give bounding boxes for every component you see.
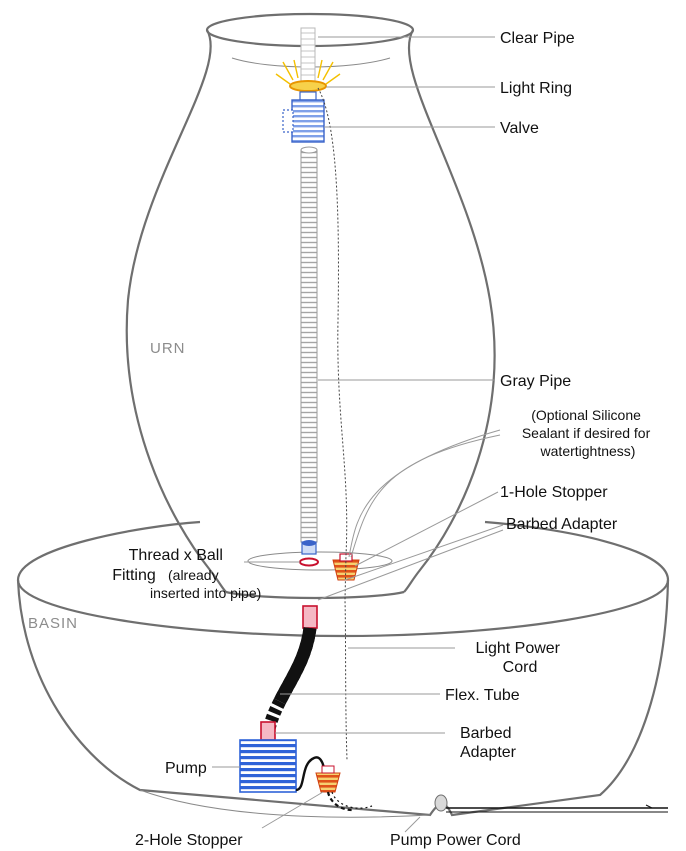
sealant-note-line-3: watertightness): [540, 443, 636, 459]
sealant-note-line-2: Sealant if desired for: [522, 425, 651, 441]
one-hole-stopper-label: 1-Hole Stopper: [500, 484, 608, 501]
pump: [239, 739, 297, 793]
light-power-cord-line-2: Cord: [503, 659, 538, 676]
basin-label: BASIN: [28, 615, 78, 632]
barbed-adapter-upper: [302, 605, 318, 629]
barbed-adapter-bottom-line-2: Adapter: [460, 744, 517, 761]
clear-pipe: [300, 27, 316, 85]
urn-bottom-opening: [247, 551, 393, 571]
pump-power-cord-label: Pump Power Cord: [390, 832, 521, 849]
light-power-cord: [317, 87, 348, 761]
light-ring: [289, 80, 327, 92]
barbed-adapter-lower: [260, 721, 276, 741]
thread-ball-note: (already inserted into pipe): [150, 567, 261, 601]
light-ring-label: Light Ring: [500, 80, 572, 97]
light-ring-rays: [275, 59, 341, 85]
clear-pipe-label: Clear Pipe: [500, 30, 575, 47]
barbed-adapter-bottom-label: Barbed Adapter: [460, 725, 517, 761]
barbed-adapter-bottom-line-1: Barbed: [460, 725, 512, 742]
two-hole-stopper: [315, 765, 341, 793]
thread-ball-note-line-2: inserted into pipe): [150, 585, 261, 601]
gray-pipe: [300, 149, 318, 543]
urn-label: URN: [150, 340, 186, 357]
thread-ball-fitting-line-1: Thread x Ball: [129, 547, 223, 564]
basin-bottom: [139, 789, 431, 818]
thread-ball-fitting-line-2: Fitting: [112, 567, 156, 584]
flex-tube-label: Flex. Tube: [445, 687, 520, 704]
urn-body-left: [125, 29, 227, 593]
pump-power-cord: [434, 794, 668, 813]
thread-ball-fitting: [299, 540, 319, 567]
basin-bowl-outline: [16, 579, 670, 817]
light-power-cord-label: Light Power Cord: [476, 640, 565, 676]
valve-label: Valve: [500, 120, 539, 137]
thread-ball-note-line-1: (already: [168, 567, 219, 583]
gray-pipe-label: Gray Pipe: [500, 373, 571, 390]
pump-label: Pump: [165, 760, 207, 777]
basin-rim-front: [16, 579, 670, 638]
light-power-cord-line-1: Light Power: [476, 640, 561, 657]
basin-rim-back: [16, 520, 670, 581]
thread-ball-fitting-label: Thread x Ball Fitting: [112, 547, 227, 584]
sealant-note: (Optional Silicone Sealant if desired fo…: [522, 407, 654, 459]
urn-base: [225, 590, 405, 600]
flex-tube: [260, 627, 317, 752]
valve: [282, 91, 325, 143]
barbed-adapter-top-label: Barbed Adapter: [506, 516, 618, 533]
leader-lines: [212, 36, 504, 833]
two-hole-stopper-label: 2-Hole Stopper: [135, 832, 243, 849]
urn-body-right: [403, 29, 496, 593]
sealant-note-line-1: (Optional Silicone: [531, 407, 641, 423]
